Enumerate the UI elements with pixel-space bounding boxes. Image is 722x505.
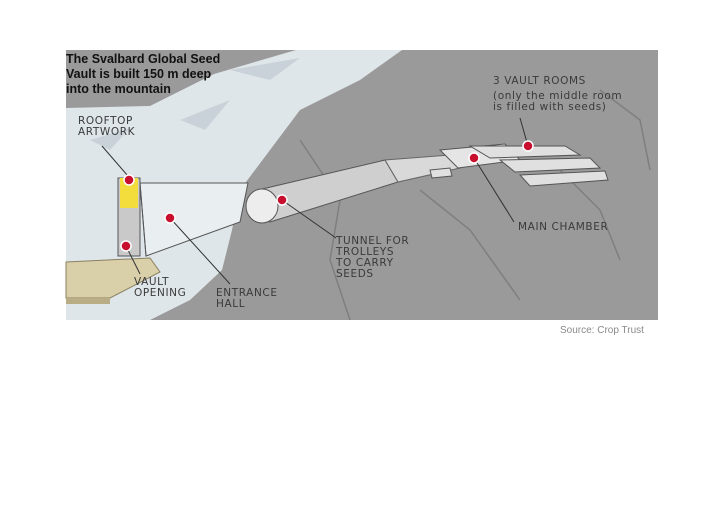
label-line: ENTRANCE <box>216 287 278 299</box>
title-line: The Svalbard Global Seed <box>66 52 221 66</box>
marker-main-chamber <box>468 152 480 164</box>
side-room <box>429 167 453 179</box>
label-line: VAULT <box>134 276 170 288</box>
markers <box>120 140 534 252</box>
title-line: Vault is built 150 m deep <box>66 67 212 81</box>
label-vault-opening: VAULT OPENING <box>134 277 186 299</box>
entrance-hall-edge <box>139 182 147 257</box>
snow-streaks <box>90 58 300 150</box>
marker-vault-rooms <box>522 140 534 152</box>
label-line: TUNNEL FOR <box>336 235 410 247</box>
label-entrance-hall: ENTRANCE HALL <box>216 288 278 310</box>
diagram-title: The Svalbard Global Seed Vault is built … <box>66 52 266 97</box>
tunnel-mouth <box>245 188 279 224</box>
label-note-line: (only the middle room <box>493 90 623 102</box>
label-line: ROOFTOP <box>78 115 133 127</box>
label-vault-rooms: 3 VAULT ROOMS (only the middle room is f… <box>493 76 622 113</box>
label-tunnel: TUNNEL FOR TROLLEYS TO CARRY SEEDS <box>336 236 409 280</box>
vault-room-middle <box>498 157 602 173</box>
label-line: SEEDS <box>336 268 374 280</box>
marker-entrance-hall <box>164 212 176 224</box>
marker-vault-opening <box>120 240 132 252</box>
label-line: MAIN CHAMBER <box>518 221 609 233</box>
label-main-chamber: MAIN CHAMBER <box>518 222 608 233</box>
title-line: into the mountain <box>66 82 171 96</box>
marker-tunnel <box>276 194 288 206</box>
label-line: OPENING <box>134 287 187 299</box>
rock-strata <box>299 89 651 321</box>
label-note-line: is filled with seeds) <box>493 101 607 113</box>
vault-room-bottom <box>518 170 609 187</box>
label-line: HALL <box>216 298 246 310</box>
label-line: TO CARRY <box>336 257 394 269</box>
label-line: 3 VAULT ROOMS <box>493 75 586 87</box>
source-credit: Source: Crop Trust <box>560 325 644 336</box>
label-line: TROLLEYS <box>336 246 395 258</box>
marker-rooftop-artwork <box>123 174 135 186</box>
label-rooftop-artwork: ROOFTOP ARTWORK <box>78 116 135 138</box>
ground-plate-edge <box>66 298 110 304</box>
label-line: ARTWORK <box>78 126 136 138</box>
rooftop-artwork-panel <box>120 178 138 208</box>
